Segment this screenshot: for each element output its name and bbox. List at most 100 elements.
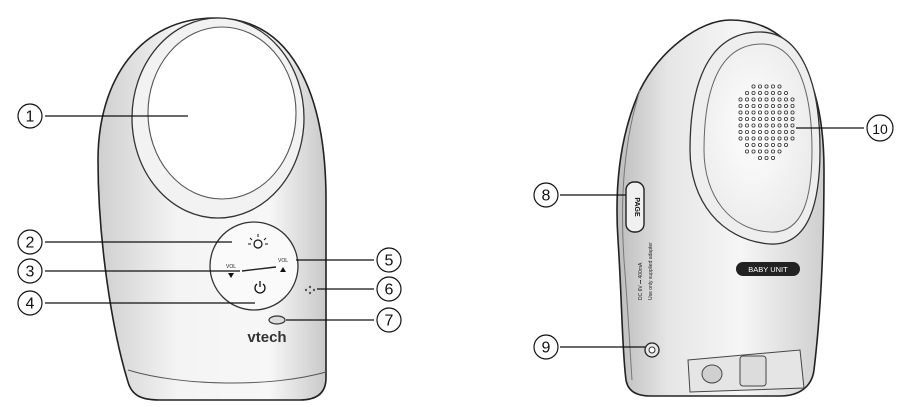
speaker-hole [764, 97, 769, 102]
vol-up-label: VOL [278, 258, 288, 264]
unit-badge [736, 262, 800, 276]
speaker-hole [758, 149, 763, 154]
speaker-hole [745, 97, 750, 102]
speaker-hole [745, 104, 750, 109]
speaker-hole [751, 149, 756, 154]
speaker-hole [784, 142, 789, 147]
front-bottom-band [127, 369, 327, 384]
speaker-hole [758, 110, 763, 115]
callout-2: 2 [17, 229, 43, 255]
callout-10: 10 [866, 114, 894, 142]
speaker-hole [771, 91, 776, 96]
speaker-hole [771, 155, 776, 160]
callout-3: 3 [17, 258, 43, 284]
speaker-hole [771, 142, 776, 147]
back-side-panel [622, 89, 641, 381]
speaker-hole [738, 123, 743, 128]
speaker-hole [751, 97, 756, 102]
speaker-hole [751, 91, 756, 96]
speaker-hole [751, 117, 756, 122]
speaker-hole [751, 104, 756, 109]
speaker-hole [790, 104, 795, 109]
speaker-hole [738, 110, 743, 115]
speaker-hole [745, 110, 750, 115]
speaker-hole [758, 129, 763, 134]
speaker-hole [758, 136, 763, 141]
speaker-hole [784, 136, 789, 141]
speaker-hole [764, 149, 769, 154]
speaker-hole [764, 110, 769, 115]
power-jack-inner [648, 346, 656, 354]
control-panel [209, 221, 299, 311]
speaker-hole [777, 104, 782, 109]
speaker-hole [777, 91, 782, 96]
speaker-hole [771, 84, 776, 89]
stand-slot [739, 355, 767, 387]
power-icon[interactable] [254, 281, 266, 294]
speaker-hole [790, 123, 795, 128]
speaker-hole [745, 123, 750, 128]
speaker-hole [758, 155, 763, 160]
svg-text:8: 8 [542, 188, 551, 205]
speaker-hole [771, 110, 776, 115]
speaker-hole [751, 142, 756, 147]
speaker-hole [758, 142, 763, 147]
speaker-hole [764, 123, 769, 128]
vol-down-label: VOL [226, 264, 236, 270]
speaker-hole [751, 129, 756, 134]
svg-text:9: 9 [542, 340, 551, 357]
speaker-hole [790, 129, 795, 134]
speaker-hole [764, 142, 769, 147]
callout-5: 5 [376, 247, 402, 273]
speaker-hole [758, 104, 763, 109]
speaker-grille [703, 43, 813, 233]
page-button[interactable] [625, 181, 645, 233]
speaker-hole [790, 117, 795, 122]
speaker-hole [777, 142, 782, 147]
brand-logo: vtech [247, 329, 286, 346]
speaker-hole [758, 123, 763, 128]
speaker-hole [771, 123, 776, 128]
night-light-icon[interactable] [248, 234, 268, 249]
speaker-hole [784, 91, 789, 96]
callout-8: 8 [533, 182, 559, 208]
speaker-hole [745, 136, 750, 141]
svg-text:4: 4 [26, 296, 35, 313]
speaker-hole [751, 110, 756, 115]
page-button-label: PAGE [633, 197, 640, 217]
speaker-hole [777, 117, 782, 122]
control-divider [241, 266, 277, 272]
svg-text:5: 5 [385, 253, 394, 270]
speaker-hole [758, 91, 763, 96]
speaker-hole [777, 84, 782, 89]
speaker-hole [745, 91, 750, 96]
front-unit: VOL VOL vtech [97, 17, 327, 401]
speaker-hole [777, 97, 782, 102]
speaker-hole [771, 97, 776, 102]
svg-text:10: 10 [872, 121, 888, 137]
microphone-icon [304, 285, 316, 295]
vol-up-icon[interactable] [280, 267, 286, 272]
speaker-hole [771, 104, 776, 109]
speaker-hole [784, 123, 789, 128]
speaker-hole [764, 136, 769, 141]
speaker-hole [777, 136, 782, 141]
speaker-hole [764, 91, 769, 96]
speaker-hole [764, 117, 769, 122]
speaker-hole [764, 104, 769, 109]
speaker-hole [738, 117, 743, 122]
speaker-hole [777, 129, 782, 134]
speaker-hole [738, 136, 743, 141]
speaker-hole [777, 110, 782, 115]
speaker-hole [745, 117, 750, 122]
speaker-hole [745, 129, 750, 134]
speaker-hole [777, 123, 782, 128]
speaker-hole [758, 117, 763, 122]
unit-badge-label: BABY UNIT [748, 265, 788, 274]
vol-down-icon[interactable] [228, 273, 234, 278]
speaker-hole [771, 136, 776, 141]
speaker-hole [745, 149, 750, 154]
speaker-hole [771, 149, 776, 154]
stand-hole [701, 364, 723, 384]
